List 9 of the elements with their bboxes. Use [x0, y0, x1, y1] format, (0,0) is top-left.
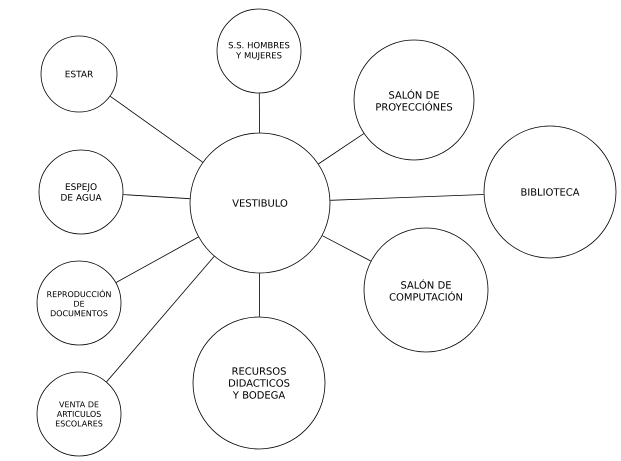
connector-line	[258, 93, 260, 133]
connector-line	[122, 194, 190, 200]
connector-line	[110, 96, 204, 163]
connector-line	[330, 194, 484, 201]
connector-line	[116, 236, 199, 283]
connector-line	[106, 256, 215, 382]
connector-line	[322, 235, 372, 262]
connector-line	[318, 133, 364, 164]
connector-line	[258, 272, 260, 317]
